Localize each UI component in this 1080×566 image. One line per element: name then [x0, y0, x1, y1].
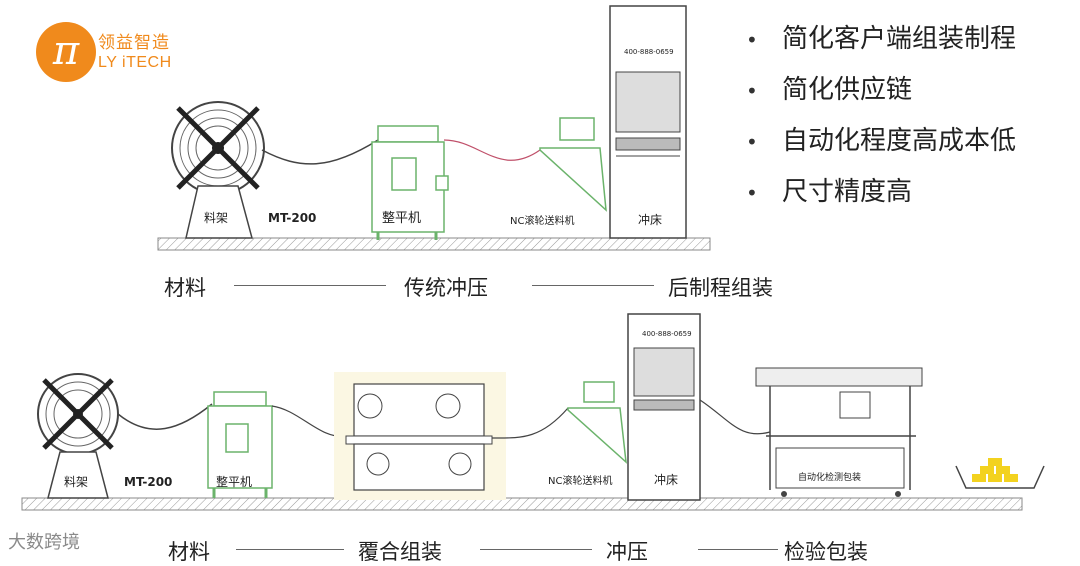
logo-text: 领益智造 LY iTECH — [98, 33, 172, 72]
benefit-text: 自动化程度高成本低 — [782, 126, 1017, 156]
bottom-composite-machine — [334, 372, 506, 500]
top-feeder-label: NC滚轮送料机 — [510, 214, 574, 227]
bottom-strip-3 — [491, 407, 569, 439]
bottom-inspection-label: 自动化检测包装 — [798, 471, 861, 483]
top-flow-connector — [234, 285, 386, 286]
top-model-label: MT-200 — [268, 211, 316, 225]
bottom-leveler: 整平机 — [207, 391, 273, 498]
top-press-phone: 400-888-0659 — [624, 48, 674, 56]
bottom-inspection-station: 自动化检测包装 — [755, 367, 923, 497]
top-coil-stand: 料架 MT-200 — [171, 101, 316, 239]
bottom-flow-step-inspection: 检验包装 — [784, 540, 868, 564]
bullet-marker: • — [746, 130, 758, 154]
bottom-flow-connector — [698, 549, 778, 550]
bottom-coil-stand: 料架 MT-200 — [37, 373, 172, 499]
top-floor — [157, 237, 711, 251]
benefit-text: 简化供应链 — [782, 75, 913, 105]
top-coil-label: 料架 — [204, 211, 228, 225]
bottom-model-label: MT-200 — [124, 475, 172, 489]
bottom-press-phone: 400-888-0659 — [642, 330, 692, 338]
top-flow-step-post-assembly: 后制程组装 — [668, 276, 773, 300]
top-strip-2 — [443, 139, 541, 161]
bottom-flow-connector — [480, 549, 592, 550]
bottom-flow-step-material: 材料 — [168, 540, 210, 564]
top-flow-step-stamping: 传统冲压 — [404, 276, 488, 300]
top-press-label: 冲床 — [638, 212, 662, 227]
top-flow-connector — [532, 285, 654, 286]
bottom-line: 料架 MT-200 整平机 — [21, 313, 1045, 511]
bottom-feeder-label: NC滚轮送料机 — [548, 474, 612, 487]
top-strip-1 — [261, 139, 379, 165]
logo-name-cn: 领益智造 — [98, 33, 170, 53]
top-press: 400-888-0659 冲床 — [609, 5, 687, 239]
bottom-coil-label: 料架 — [64, 475, 88, 489]
bottom-leveler-label: 整平机 — [216, 474, 252, 489]
benefit-item: • 简化供应链 — [746, 65, 1016, 116]
logo-circle: π — [36, 22, 96, 82]
top-leveler: 整平机 — [371, 125, 449, 240]
bottom-press: 400-888-0659 冲床 — [627, 313, 701, 501]
benefit-item: • 简化客户端组装制程 — [746, 14, 1016, 65]
watermark: 大数跨境 — [8, 532, 80, 553]
bullet-marker: • — [746, 79, 758, 103]
benefit-item: • 自动化程度高成本低 — [746, 116, 1016, 167]
logo-name-en: LY iTECH — [98, 53, 172, 71]
bottom-strip-1 — [117, 403, 213, 430]
bottom-strip-4 — [699, 399, 771, 435]
bottom-flow-step-composite: 覆合组装 — [358, 540, 442, 564]
bottom-flow-connector — [236, 549, 344, 550]
top-leveler-label: 整平机 — [382, 211, 421, 226]
bottom-output-bin — [955, 458, 1045, 489]
benefit-text: 简化客户端组装制程 — [782, 24, 1017, 54]
bottom-feeder: NC滚轮送料机 — [548, 381, 627, 487]
top-flow-step-material: 材料 — [164, 276, 206, 300]
benefit-list: • 简化客户端组装制程 • 简化供应链 • 自动化程度高成本低 • 尺寸精度高 — [746, 14, 1016, 218]
bullet-marker: • — [746, 28, 758, 52]
bottom-flow-step-stamping: 冲压 — [606, 540, 648, 564]
logo: π — [36, 22, 96, 82]
benefit-item: • 尺寸精度高 — [746, 167, 1016, 218]
top-line: 料架 MT-200 整平机 NC滚轮送料机 — [157, 5, 711, 251]
benefit-text: 尺寸精度高 — [782, 177, 913, 207]
bottom-press-label: 冲床 — [654, 472, 678, 487]
top-feeder: NC滚轮送料机 — [510, 117, 607, 227]
bottom-floor — [21, 497, 1023, 511]
bullet-marker: • — [746, 181, 758, 205]
